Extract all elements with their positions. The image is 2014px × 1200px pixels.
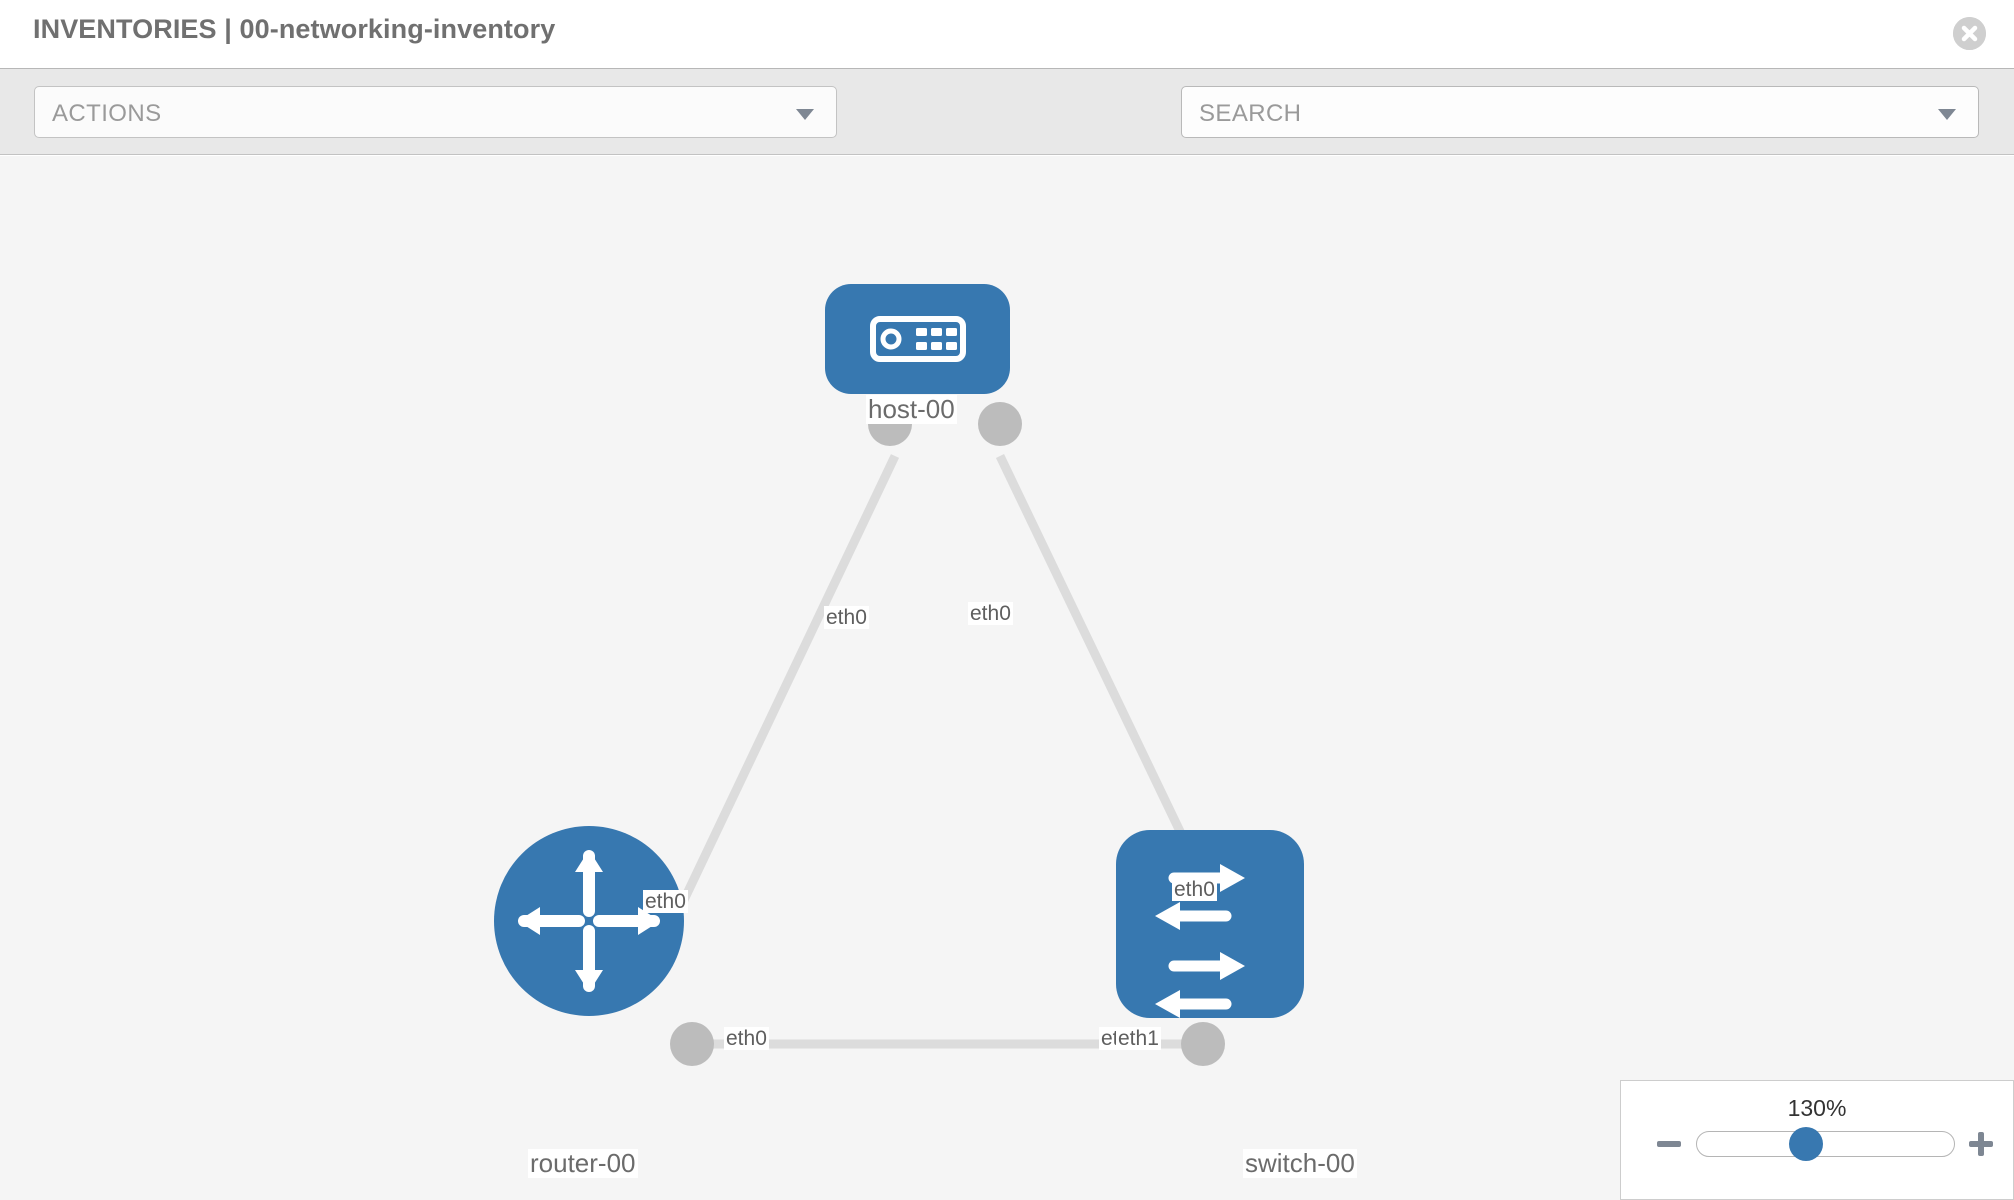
- page-title: INVENTORIES | 00-networking-inventory: [33, 14, 556, 44]
- minus-icon[interactable]: [1654, 1129, 1684, 1159]
- iface-label-host00-left: eth0: [824, 606, 869, 630]
- chevron-down-icon: [796, 109, 814, 120]
- actions-dropdown[interactable]: ACTIONS: [34, 86, 837, 138]
- zoom-control-panel: 130%: [1620, 1080, 2014, 1200]
- search-input[interactable]: SEARCH: [1181, 86, 1979, 138]
- chevron-down-icon[interactable]: [1938, 109, 1956, 120]
- endpoint-router00-right: [670, 1022, 714, 1066]
- topology-graph: [494, 284, 1304, 1066]
- node-label-host-00: host-00: [866, 394, 957, 424]
- toolbar: ACTIONS SEARCH: [0, 69, 2014, 191]
- iface-label-switch00-eth1: eth1: [1116, 1027, 1161, 1051]
- page-header: INVENTORIES | 00-networking-inventory: [0, 0, 2014, 69]
- link-router00-host00: [650, 454, 900, 963]
- iface-label-router00-eth0: eth0: [724, 1027, 769, 1051]
- iface-label-host00-right: eth0: [968, 602, 1013, 626]
- zoom-slider-thumb[interactable]: [1789, 1127, 1823, 1161]
- close-icon[interactable]: [1953, 17, 1986, 50]
- iface-label-router00-uplink: eth0: [643, 890, 688, 914]
- plus-icon[interactable]: [1966, 1129, 1996, 1159]
- node-router-00[interactable]: [494, 826, 684, 1016]
- zoom-level-label: 130%: [1787, 1095, 1847, 1121]
- endpoint-switch00-left: [1181, 1022, 1225, 1066]
- iface-label-switch00-uplink: eth0: [1172, 878, 1217, 902]
- zoom-slider-track[interactable]: [1696, 1131, 1955, 1157]
- node-switch-00[interactable]: [1116, 830, 1304, 1018]
- search-placeholder: SEARCH: [1199, 100, 1302, 127]
- actions-dropdown-label: ACTIONS: [52, 100, 162, 127]
- node-label-switch-00: switch-00: [1243, 1148, 1357, 1178]
- node-label-router-00: router-00: [528, 1148, 638, 1178]
- endpoint-host00-right: [978, 402, 1022, 446]
- topology-canvas[interactable]: host-00 router-00 switch-00 eth0 eth0 et…: [0, 156, 2014, 1200]
- node-host-00[interactable]: [825, 284, 1010, 394]
